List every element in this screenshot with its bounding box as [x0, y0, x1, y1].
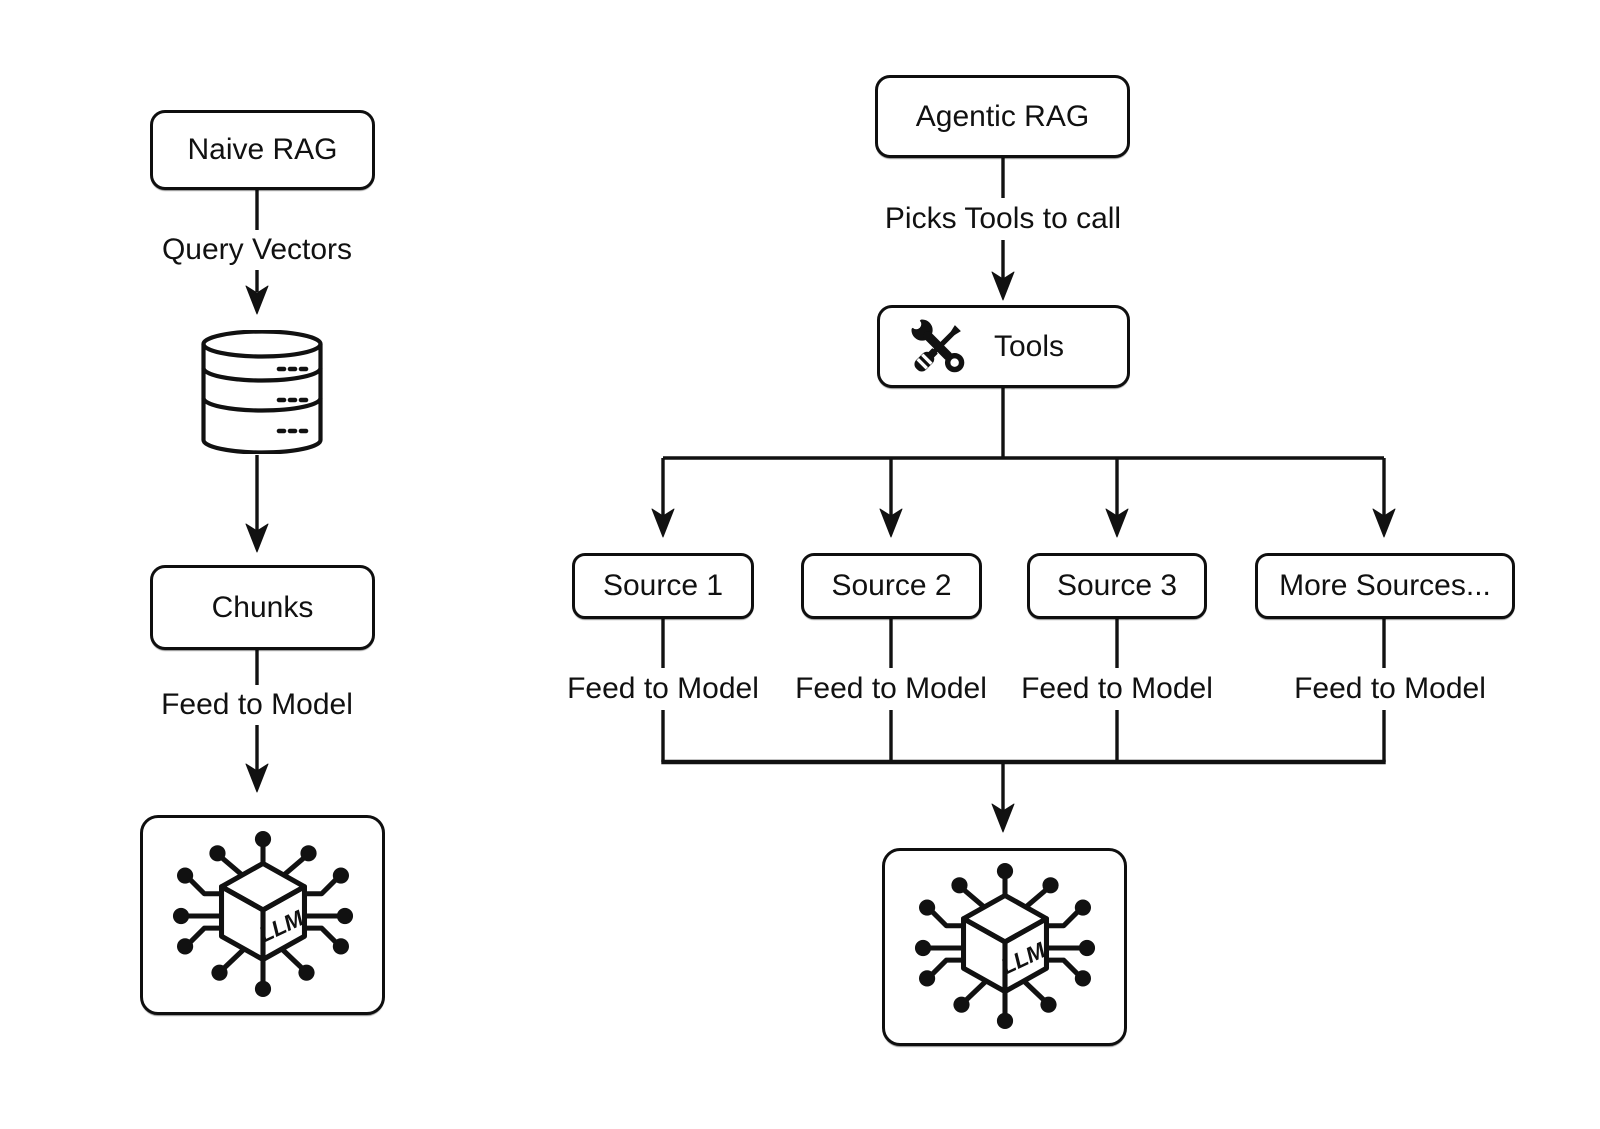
feed-edge-label-source2: Feed to Model: [786, 668, 996, 710]
naive-rag-label: Naive RAG: [187, 133, 338, 166]
source-3-label: Source 3: [1056, 569, 1178, 602]
llm-chip-icon: LLM: [172, 831, 353, 997]
arrowhead-to-llm-right: [991, 803, 1015, 833]
more-sources-label: More Sources...: [1279, 569, 1491, 602]
arrowhead-db-to-chunks: [245, 523, 269, 553]
source-3-node: Source 3: [1027, 553, 1207, 619]
arrowhead-to-source3: [1105, 508, 1129, 538]
arrowheads: [245, 271, 1396, 833]
llm-node-left: LLM: [140, 815, 385, 1015]
picks-tools-edge-label: Picks Tools to call: [870, 198, 1136, 240]
chunks-node: Chunks: [150, 565, 375, 650]
arrowhead-to-source2: [879, 508, 903, 538]
naive-rag-node: Naive RAG: [150, 110, 375, 190]
agentic-rag-label: Agentic RAG: [915, 99, 1090, 133]
more-sources-node: More Sources...: [1255, 553, 1515, 619]
connector-path: [255, 158, 1386, 812]
arrowhead-to-more-sources: [1372, 508, 1396, 538]
arrowhead-to-tools: [991, 271, 1015, 301]
feed-edge-label-more-sources: Feed to Model: [1285, 668, 1495, 710]
source-1-node: Source 1: [572, 553, 754, 619]
llm-node-right: LLM: [882, 848, 1127, 1046]
source-1-label: Source 1: [602, 569, 724, 602]
source-2-node: Source 2: [801, 553, 982, 619]
source-2-label: Source 2: [831, 569, 952, 602]
agentic-rag-node: Agentic RAG: [875, 75, 1130, 158]
query-vectors-edge-label: Query Vectors: [137, 230, 377, 270]
arrowhead-query-to-db: [245, 285, 269, 315]
tools-label: Tools: [994, 329, 1065, 363]
feed-edge-label-source3: Feed to Model: [1012, 668, 1222, 710]
arrowhead-chunks-to-llm: [245, 763, 269, 793]
vector-database-icon: [200, 329, 324, 455]
wrench-screwdriver-icon: [904, 311, 965, 372]
feed-to-model-edge-label-left: Feed to Model: [147, 685, 367, 725]
llm-chip-icon: LLM: [914, 863, 1095, 1029]
arrowhead-to-source1: [651, 508, 675, 538]
feed-edge-label-source1: Feed to Model: [558, 668, 768, 710]
tools-node: Tools: [877, 305, 1130, 388]
chunks-label: Chunks: [211, 590, 314, 624]
